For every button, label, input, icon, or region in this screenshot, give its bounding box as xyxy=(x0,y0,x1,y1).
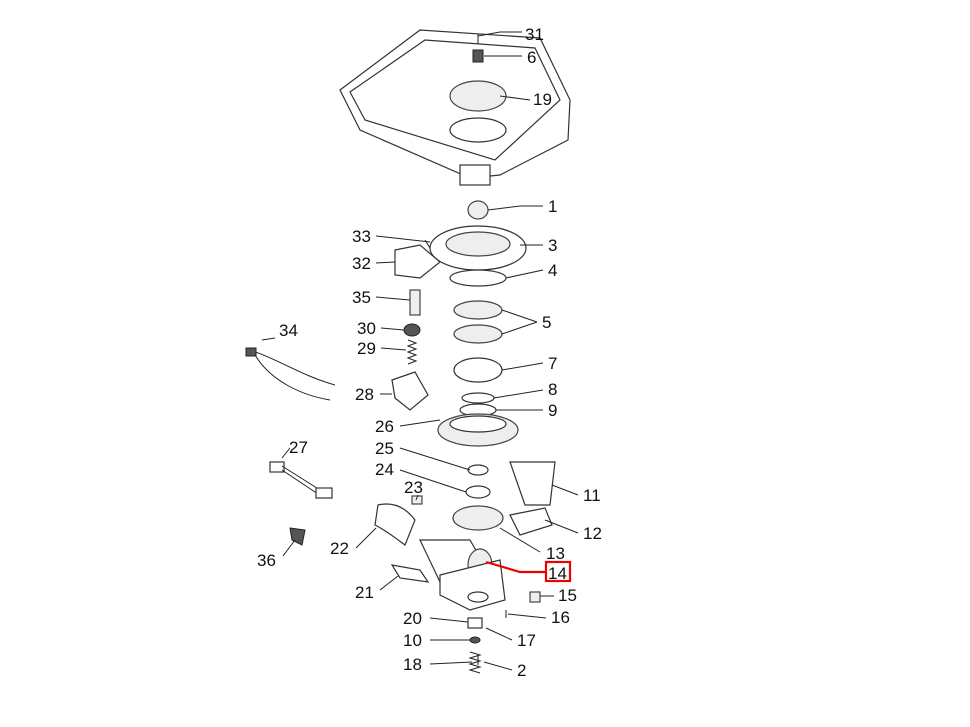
label-14: 14 xyxy=(548,564,567,583)
label-19: 19 xyxy=(533,90,552,109)
label-26: 26 xyxy=(375,417,394,436)
left-parts xyxy=(245,239,441,583)
top-cover xyxy=(339,29,571,186)
label-8: 8 xyxy=(548,380,557,399)
label-34: 34 xyxy=(279,321,298,340)
label-9: 9 xyxy=(548,401,557,420)
label-2: 2 xyxy=(517,661,526,680)
label-30: 30 xyxy=(357,319,376,338)
label-24: 24 xyxy=(375,460,394,479)
label-21: 21 xyxy=(355,583,374,602)
label-3: 3 xyxy=(548,236,557,255)
label-17: 17 xyxy=(517,631,536,650)
label-7: 7 xyxy=(548,354,557,373)
label-36: 36 xyxy=(257,551,276,570)
label-29: 29 xyxy=(357,339,376,358)
label-32: 32 xyxy=(352,254,371,273)
label-22: 22 xyxy=(330,539,349,558)
label-28: 28 xyxy=(355,385,374,404)
label-33: 33 xyxy=(352,227,371,246)
label-4: 4 xyxy=(548,261,557,280)
label-27: 27 xyxy=(289,438,308,457)
label-1: 1 xyxy=(548,197,557,216)
part-labels: 31 6 19 1 3 4 5 7 8 9 11 12 13 14 15 16 … xyxy=(257,25,602,680)
label-23: 23 xyxy=(404,478,423,497)
leader-lines xyxy=(261,31,579,671)
label-25: 25 xyxy=(375,439,394,458)
label-5: 5 xyxy=(542,313,551,332)
label-6: 6 xyxy=(527,48,536,67)
label-31: 31 xyxy=(525,25,544,44)
label-35: 35 xyxy=(352,288,371,307)
label-20: 20 xyxy=(403,609,422,628)
label-10: 10 xyxy=(403,631,422,650)
label-13: 13 xyxy=(546,544,565,563)
label-16: 16 xyxy=(551,608,570,627)
label-18: 18 xyxy=(403,655,422,674)
part-14-highlight xyxy=(485,560,572,583)
label-15: 15 xyxy=(558,586,577,605)
label-12: 12 xyxy=(583,524,602,543)
central-parts xyxy=(419,200,556,674)
label-11: 11 xyxy=(583,486,601,505)
